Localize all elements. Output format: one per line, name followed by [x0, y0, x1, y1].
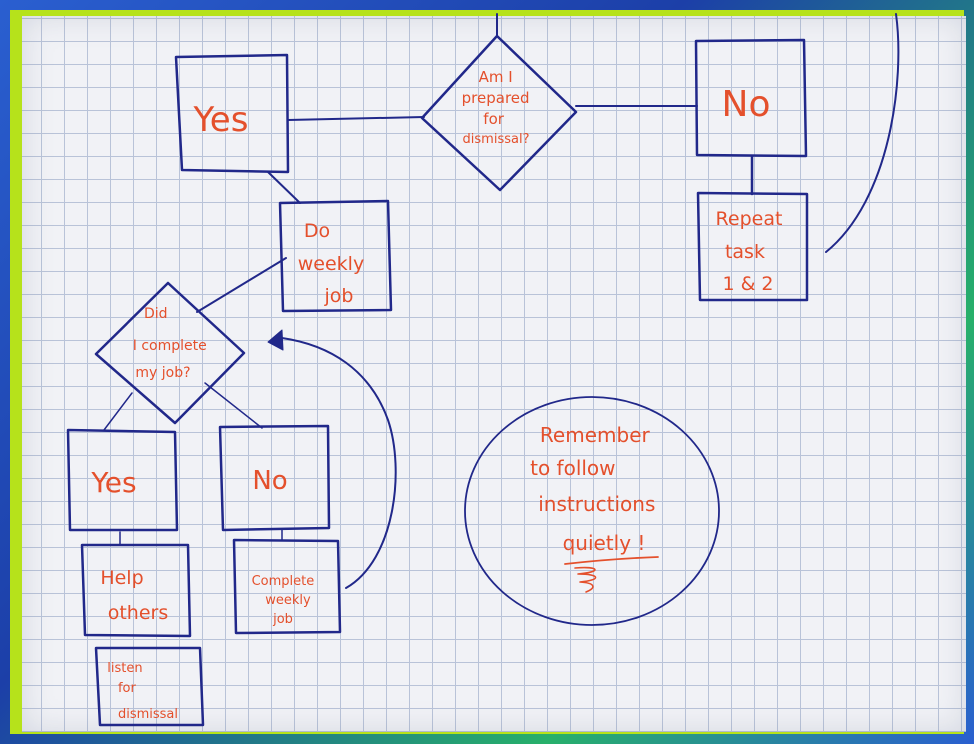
connector-weekly-decision	[196, 257, 287, 313]
box-weekly	[278, 199, 393, 313]
box-no-top-label: No	[722, 84, 771, 125]
connector-yes-decision	[287, 116, 425, 121]
connector-yes-weekly	[267, 171, 301, 204]
reminder-circle	[464, 396, 720, 626]
box-help-text: Help others	[100, 567, 168, 624]
box-complete-text: Complete weekly job	[252, 574, 319, 627]
box-weekly-text: Do weekly job	[298, 220, 371, 307]
return-loop-curve	[281, 337, 397, 589]
box-no-top	[694, 38, 808, 158]
box-no-bottom	[218, 424, 331, 532]
decision-job-diamond	[94, 281, 246, 425]
box-listen	[94, 646, 205, 727]
decision-top-diamond	[420, 34, 578, 192]
decision-top-text: Am I prepared for dismissal?	[462, 68, 535, 147]
connector-decision-no	[204, 382, 263, 429]
box-yes-bottom	[66, 428, 179, 532]
box-listen-text: listen for dismissal	[107, 661, 178, 722]
box-complete	[232, 538, 342, 635]
arrowhead-icon	[267, 329, 284, 351]
box-yes-top-label: Yes	[193, 100, 249, 140]
reminder-text: Remember to follow instructions quietly …	[530, 423, 662, 555]
box-yes-top	[174, 53, 290, 174]
connector-decision-yes	[103, 392, 133, 431]
quietly-squiggle	[574, 566, 597, 593]
box-help	[80, 543, 192, 638]
box-yes-bottom-label: Yes	[90, 466, 136, 499]
box-repeat	[696, 191, 809, 302]
box-repeat-text: Repeat task 1 & 2	[716, 208, 789, 295]
quietly-underline	[564, 556, 659, 565]
box-no-bottom-label: No	[252, 466, 287, 496]
decision-job-text: Did I complete my job?	[133, 306, 211, 381]
repeat-loop-curve	[825, 13, 900, 253]
